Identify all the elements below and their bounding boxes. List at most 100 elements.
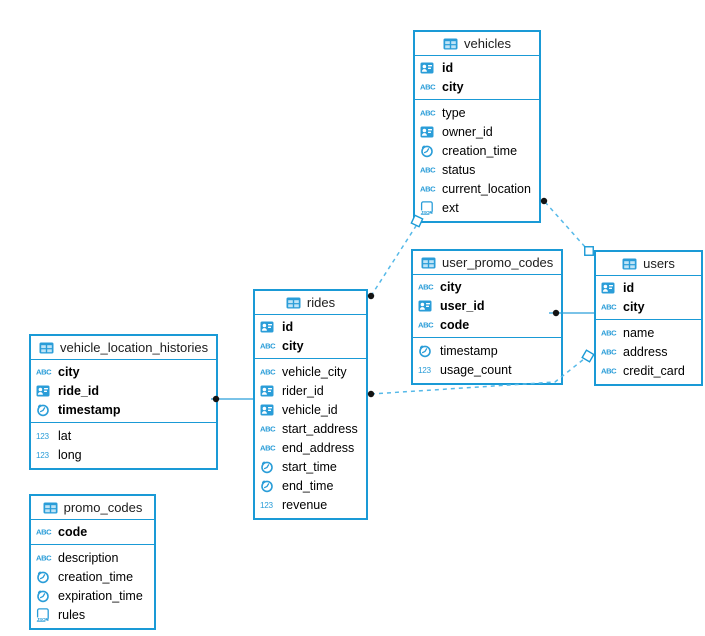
field-name: expiration_time [58,588,143,603]
timestamp-type-icon [260,479,278,493]
table-title: users [643,256,675,271]
svg-text:ABC: ABC [420,166,436,175]
table-title: rides [306,295,336,310]
svg-text:JSON: JSON [37,617,50,622]
uuid-type-icon [36,384,54,398]
table-title: vehicle_location_histories [60,340,209,355]
table-header-vehicle_location_histories[interactable]: vehicle_location_histories [31,336,217,360]
field-row-ext[interactable]: JSON ext [415,198,539,217]
svg-text:ABC: ABC [260,342,276,351]
field-name: ext [442,200,459,215]
svg-text:ABC: ABC [601,348,617,357]
field-row-timestamp[interactable]: timestamp [31,400,216,419]
table-header-promo_codes[interactable]: promo_codes [31,496,154,520]
svg-text:123: 123 [418,366,432,375]
table-title: user_promo_codes [442,255,554,270]
field-name: user_id [440,298,485,313]
field-name: code [58,524,88,539]
field-name: rider_id [282,383,324,398]
field-row-code[interactable]: ABC code [31,522,154,541]
svg-text:JSON: JSON [421,210,434,215]
svg-text:ABC: ABC [420,109,436,118]
field-row-start_time[interactable]: start_time [255,457,366,476]
table-icon [622,257,637,271]
field-row-expiration_time[interactable]: expiration_time [31,586,154,605]
field-name: city [58,364,80,379]
field-row-timestamp[interactable]: timestamp [413,341,561,360]
field-row-owner_id[interactable]: owner_id [415,122,539,141]
uuid-type-icon [260,320,278,334]
svg-text:ABC: ABC [418,283,434,292]
field-row-rider_id[interactable]: rider_id [255,381,366,400]
string-type-icon: ABC [36,525,54,539]
table-header-vehicles[interactable]: vehicles [415,32,539,56]
field-row-id[interactable]: id [255,317,366,336]
svg-text:ABC: ABC [260,425,276,434]
field-row-rules[interactable]: JSON rules [31,605,154,624]
field-row-end_time[interactable]: end_time [255,476,366,495]
field-row-creation_time[interactable]: creation_time [415,141,539,160]
field-name: owner_id [442,124,493,139]
table-header-user_promo_codes[interactable]: user_promo_codes [413,251,562,275]
relation-endpoint-dot-rides-to-users [367,390,375,398]
number-type-icon: 123 [260,498,278,512]
string-type-icon: ABC [260,441,278,455]
svg-text:ABC: ABC [418,321,434,330]
field-name: rules [58,607,86,622]
number-type-icon: 123 [36,429,54,443]
field-row-user_id[interactable]: user_id [413,296,561,315]
field-row-id[interactable]: id [596,278,701,297]
table-icon [286,296,301,310]
field-row-creation_time[interactable]: creation_time [31,567,154,586]
timestamp-type-icon [420,144,438,158]
string-type-icon: ABC [418,318,436,332]
table-header-rides[interactable]: rides [255,291,366,315]
relation-endpoint-dot-rides-to-vehicles [367,292,375,300]
field-row-city[interactable]: ABC city [596,297,701,316]
field-row-id[interactable]: id [415,58,539,77]
relation-endpoint-square-vehicles-to-users [584,246,594,256]
field-name: city [442,79,464,94]
svg-text:ABC: ABC [260,444,276,453]
field-name: ride_id [58,383,99,398]
table-icon [43,501,58,515]
number-type-icon: 123 [36,448,54,462]
field-row-vehicle_id[interactable]: vehicle_id [255,400,366,419]
primary-key-section: id ABC city [596,276,701,320]
field-name: end_time [282,478,334,493]
table-header-users[interactable]: users [596,252,701,276]
svg-text:ABC: ABC [601,303,617,312]
field-row-ride_id[interactable]: ride_id [31,381,216,400]
field-name: city [623,299,645,314]
